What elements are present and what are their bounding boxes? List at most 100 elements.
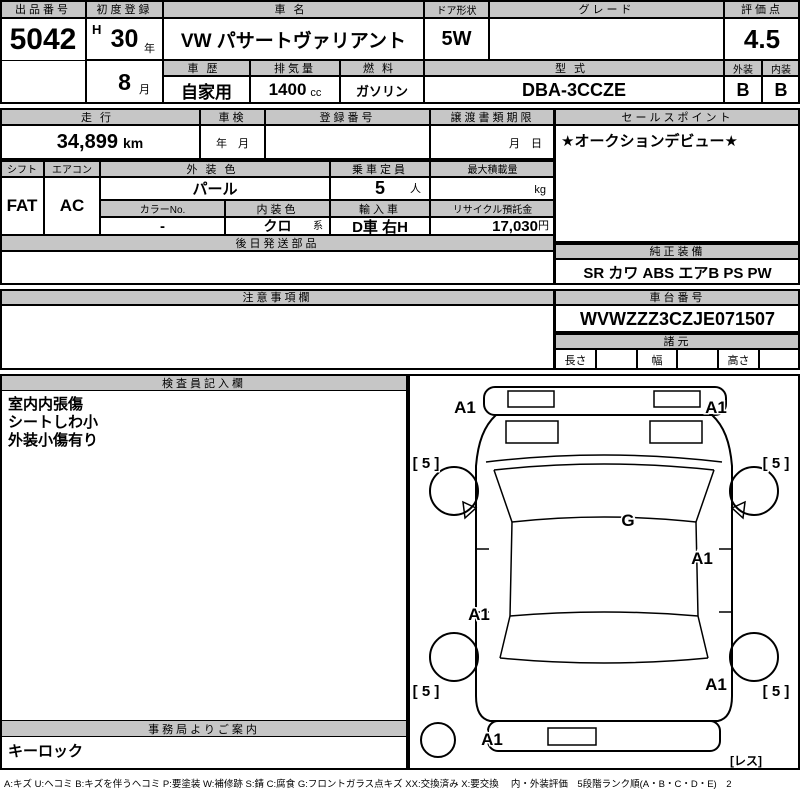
headlight-left [505, 420, 559, 444]
inspector-note-line: シートしわ小 [8, 414, 99, 431]
color-number-header: カラーNo. [100, 200, 225, 217]
history-value: 自家用 [163, 76, 250, 104]
score-value: 4.5 [724, 18, 800, 60]
rear-bumper [487, 720, 721, 752]
aircon-header: エアコン [44, 160, 100, 177]
rear-window-top [509, 611, 699, 617]
equipment-header: 純正装備 [555, 243, 800, 259]
later-parts-value [0, 251, 555, 285]
fuel-header: 燃料 [340, 60, 424, 76]
exterior-grade-header: 外装 [724, 60, 762, 76]
interior-grade-header: 内装 [762, 60, 800, 76]
spec-width-label: 幅 [637, 349, 677, 370]
notes-value [0, 305, 555, 370]
tire-mark-front-left: [ 5 ] [413, 455, 440, 472]
car-body-outline [475, 414, 733, 722]
month-unit: 月 [139, 84, 150, 96]
headlight-right [649, 420, 703, 444]
mileage-number: 34,899 [56, 131, 118, 153]
windshield-bottom [511, 516, 697, 523]
exterior-color-value: パール [100, 177, 330, 200]
license-plate [547, 727, 597, 746]
first-registration-year: H 30 年 [86, 18, 163, 60]
capacity-header: 乗車定員 [330, 160, 430, 177]
import-car-header: 輸入車 [330, 200, 430, 217]
interior-color-value: クロ 系 [225, 217, 330, 235]
capacity-value: 5 人 [330, 177, 430, 200]
damage-mark-a1-front-right: A1 [705, 398, 727, 417]
res-mark: [レス] [730, 754, 762, 768]
shaken-value: 年 月 [200, 125, 265, 160]
fuel-value: ガソリン [340, 76, 424, 104]
spec-height-value [759, 349, 800, 370]
recycle-deposit-header: リサイクル預託金 [430, 200, 555, 217]
spec-width-value [677, 349, 718, 370]
first-registration-month: 8 月 [86, 60, 163, 104]
spec-height-label: 高さ [718, 349, 759, 370]
wheel-front-right [729, 466, 779, 516]
max-load-header: 最大積載量 [430, 160, 555, 177]
interior-grade-value: B [762, 76, 800, 104]
front-grille-right [653, 390, 701, 408]
capacity-unit: 人 [410, 183, 421, 195]
grade-value [489, 18, 724, 60]
score-header: 評価点 [724, 0, 800, 18]
side-mirror-left [462, 500, 478, 520]
car-name-header: 車名 [163, 0, 424, 18]
registration-month-value: 8 [118, 68, 131, 95]
sales-point-value: ★オークションデビュー★ [555, 125, 800, 243]
wheel-rear-right [729, 632, 779, 682]
displacement-header: 排気量 [250, 60, 340, 76]
recycle-deposit-value: 17,030 円 [430, 217, 555, 235]
car-name-value: VW パサートヴァリアント [163, 18, 424, 60]
tire-mark-rear-right: [ 5 ] [763, 683, 790, 700]
damage-mark-a1-right-door: A1 [691, 549, 713, 568]
registration-number-header: 登録番号 [265, 108, 430, 125]
exterior-color-header: 外装色 [100, 160, 330, 177]
shaken-header: 車検 [200, 108, 265, 125]
door-shape-header: ドア形状 [424, 0, 489, 18]
equipment-value: SR カワ ABS エアB PS PW [555, 259, 800, 285]
exterior-grade-value: B [724, 76, 762, 104]
windshield-top [493, 463, 715, 471]
import-car-value: D車 右H [330, 217, 430, 235]
year-unit: 年 [144, 43, 155, 55]
aircon-value: AC [44, 177, 100, 235]
side-mirror-right [730, 500, 746, 520]
displacement-number: 1400 [268, 80, 307, 99]
exhibit-number-value: 5042 [0, 18, 86, 62]
wheel-rear-left [429, 632, 479, 682]
transfer-deadline-header: 譲渡書類期限 [430, 108, 555, 125]
model-code-value: DBA-3CCZE [424, 76, 724, 104]
front-grille-left [507, 390, 555, 408]
displacement-value: 1400 cc [250, 76, 340, 104]
office-info-header: 事務局よりご案内 [0, 720, 408, 737]
mileage-header: 走行 [0, 108, 200, 125]
transfer-deadline-value: 月 日 [430, 125, 555, 160]
recycle-deposit-unit: 円 [538, 220, 549, 232]
capacity-number: 5 [374, 178, 385, 198]
later-parts-header: 後日発送部品 [0, 235, 555, 251]
inspector-note-line: 室内内張傷 [8, 396, 84, 413]
tire-mark-front-right: [ 5 ] [763, 455, 790, 472]
max-load-unit: kg [534, 184, 546, 196]
first-registration-header: 初度登録 [86, 0, 163, 18]
inspector-note-line: 外装小傷有り [8, 432, 99, 449]
era-code: H [92, 22, 102, 37]
recycle-deposit-number: 17,030 [492, 217, 538, 235]
model-code-header: 型式 [424, 60, 724, 76]
shift-value: FAT [0, 177, 44, 235]
interior-color-header: 内装色 [225, 200, 330, 217]
displacement-unit: cc [310, 87, 322, 99]
glass-mark-g: G [621, 511, 634, 530]
damage-mark-a1-front-left: A1 [454, 398, 476, 417]
max-load-value: kg [430, 177, 555, 200]
notes-header: 注意事項欄 [0, 289, 555, 305]
registration-number-value [265, 125, 430, 160]
rear-window-bottom [499, 657, 709, 664]
interior-color-name: クロ [263, 218, 292, 234]
history-header: 車歴 [163, 60, 250, 76]
inspector-notes-header: 検査員記入欄 [0, 374, 408, 391]
roof-sides [509, 521, 699, 617]
